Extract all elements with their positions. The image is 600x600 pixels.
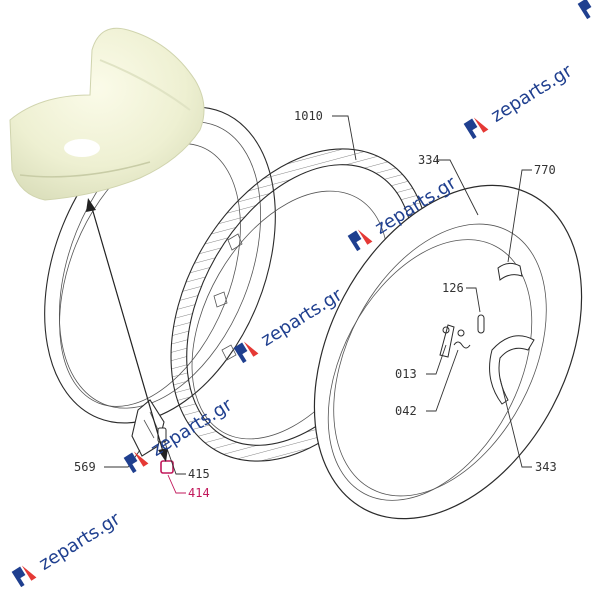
watermark: zeparts.gr — [463, 60, 577, 140]
lever-013 — [439, 324, 455, 358]
callout-343: 343 — [535, 460, 557, 474]
callout-569: 569 — [74, 460, 96, 474]
watermark: zeparts.gr — [11, 508, 125, 588]
inset-pointer-arrow — [86, 198, 168, 462]
part-414 — [160, 460, 174, 474]
callout-414: 414 — [188, 486, 210, 500]
mount-hole — [64, 139, 100, 157]
hinge-770 — [497, 262, 523, 281]
callout-labels: 1010 334 770 126 013 042 343 569 415 414 — [74, 109, 557, 500]
leader-lines — [104, 115, 532, 494]
part-414-photo-inset — [9, 27, 205, 201]
callout-415: 415 — [188, 467, 210, 481]
callout-770: 770 — [534, 163, 556, 177]
pin-126 — [477, 314, 485, 334]
handle-343 — [489, 335, 535, 405]
callout-334: 334 — [418, 153, 440, 167]
callout-042: 042 — [395, 404, 417, 418]
callout-013: 013 — [395, 367, 417, 381]
spring-042 — [453, 329, 471, 349]
watermark-partial-logo — [577, 0, 592, 20]
svg-text:zeparts.gr: zeparts.gr — [487, 60, 576, 127]
callout-126: 126 — [442, 281, 464, 295]
callout-1010: 1010 — [294, 109, 323, 123]
door-rim-back — [44, 106, 276, 424]
svg-text:zeparts.gr: zeparts.gr — [35, 508, 124, 575]
